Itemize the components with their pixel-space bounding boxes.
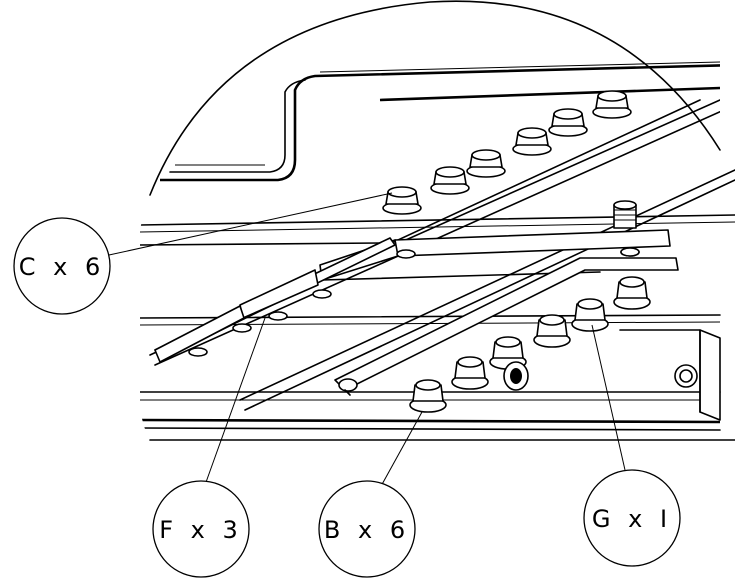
leader-lines (108, 192, 626, 489)
bolt-studs (613, 200, 640, 257)
callout-f: F x 3 (152, 480, 250, 578)
callout-g: G x I (583, 469, 681, 567)
callout-b: B x 6 (318, 480, 416, 578)
callout-b-label: B x 6 (324, 516, 410, 544)
callout-c: C x 6 (13, 217, 111, 315)
end-block (619, 329, 721, 421)
nut-row-b (409, 276, 651, 413)
front-channel (334, 257, 679, 396)
lower-plates (154, 237, 396, 363)
upper-bracket (160, 61, 735, 182)
callout-f-label: F x 3 (159, 516, 243, 544)
callout-g-label: G x I (592, 505, 672, 533)
assembly-geometry (140, 61, 735, 431)
callout-c-label: C x 6 (19, 253, 106, 281)
nut-row-c (382, 90, 632, 215)
